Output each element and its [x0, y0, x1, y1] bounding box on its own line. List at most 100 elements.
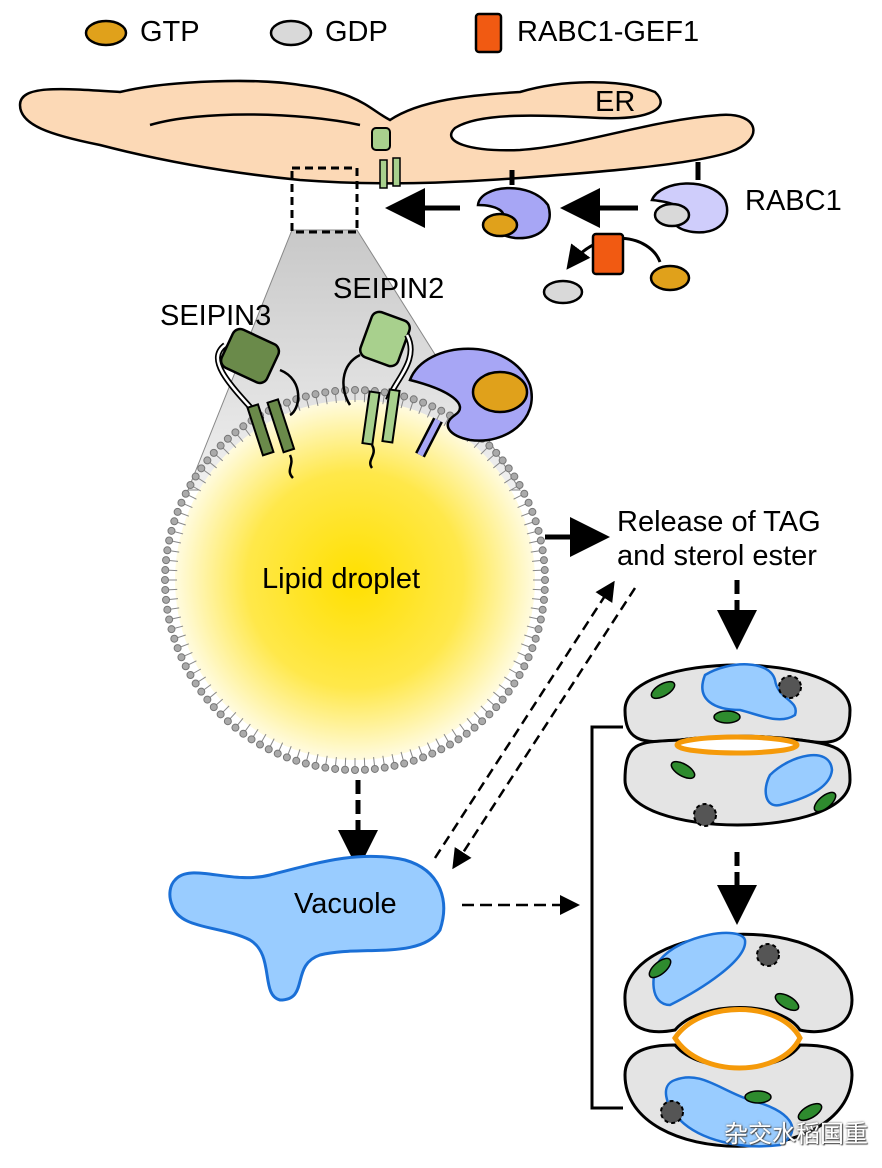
lipid-head — [321, 763, 330, 772]
lipid-head — [165, 615, 174, 624]
lipid-head — [177, 498, 186, 507]
zoom-box — [290, 166, 359, 234]
lipid-head — [351, 386, 359, 394]
rabc1-label: RABC1 — [745, 185, 842, 217]
lipid-head — [360, 765, 369, 774]
lipid-head — [161, 566, 170, 575]
lipid-head — [167, 526, 176, 535]
stomatal-pore — [674, 734, 800, 756]
lipid-head — [540, 566, 549, 575]
lipid-head — [311, 390, 320, 399]
lipid-head — [341, 765, 350, 774]
lipid-head — [531, 517, 540, 526]
vacuole-label: Vacuole — [294, 888, 397, 920]
stomatal-pore-open — [672, 1007, 803, 1071]
lipid-head — [301, 392, 310, 401]
lipid-head — [428, 749, 437, 758]
seipin3-label: SEIPIN3 — [160, 300, 272, 332]
lipid-head — [223, 717, 232, 726]
lipid-head — [498, 695, 507, 704]
lipid-head — [167, 625, 176, 634]
lipid-head — [492, 703, 501, 712]
lipid-head — [528, 507, 537, 516]
stomata-bracket — [590, 725, 623, 1110]
lipid-head — [409, 756, 418, 765]
lipid-head — [216, 441, 225, 450]
lipid-head — [360, 386, 369, 395]
lipid-head — [510, 679, 519, 688]
lipid-droplet-label: Lipid droplet — [262, 563, 420, 595]
lipid-head — [536, 536, 545, 545]
lipid-head — [301, 759, 310, 768]
lipid-head — [321, 388, 330, 397]
gef-icon — [591, 232, 625, 276]
lipid-head — [504, 464, 513, 473]
legend-gdp-label: GDP — [325, 16, 388, 48]
lipid-head — [515, 671, 524, 679]
lipid-head — [165, 536, 174, 545]
lipid-head — [161, 576, 169, 584]
lipid-head — [531, 634, 540, 643]
lipid-head — [524, 653, 533, 662]
rabc1-active-small-icon — [476, 170, 551, 240]
gtp-incoming-icon — [649, 264, 691, 292]
lipid-head — [534, 526, 543, 535]
legend-gef-label: RABC1-GEF1 — [517, 16, 700, 48]
lipid-head — [485, 710, 494, 719]
lipid-head — [536, 615, 545, 624]
lipid-head — [170, 517, 179, 526]
lipid-head — [186, 481, 195, 489]
lipid-head — [161, 585, 170, 594]
lipid-head — [203, 695, 212, 704]
lipid-head — [173, 507, 182, 516]
seipin2-label: SEIPIN2 — [333, 273, 445, 305]
lipid-head — [331, 387, 340, 396]
lipid-head — [520, 662, 529, 671]
lipid-head — [462, 729, 471, 738]
lipid-head — [380, 763, 389, 772]
lipid-droplet — [175, 400, 535, 760]
lipid-head — [231, 723, 240, 732]
lipid-head — [428, 402, 437, 411]
guard-cells-closed — [623, 663, 852, 827]
lipid-head — [203, 456, 212, 465]
lipid-head — [478, 717, 487, 726]
vacuole — [168, 854, 446, 1002]
release-label-line2: and sterol ester — [617, 540, 817, 572]
lipid-head — [498, 456, 507, 465]
legend-gtp-label: GTP — [140, 16, 200, 48]
lipid-head — [170, 634, 179, 643]
lipid-head — [209, 448, 218, 457]
lipid-head — [485, 441, 494, 450]
lipid-head — [256, 740, 264, 749]
lipid-head — [510, 472, 519, 481]
lipid-head — [446, 740, 454, 749]
seipin3-icon — [214, 327, 300, 479]
lipid-head — [231, 428, 240, 437]
lipid-head — [419, 398, 428, 407]
lipid-head — [162, 556, 171, 565]
lipid-head — [390, 761, 399, 770]
lipid-head — [191, 679, 200, 688]
lipid-head — [454, 735, 463, 744]
lipid-head — [311, 761, 320, 770]
release-to-vacuole-arrow — [452, 587, 637, 870]
lipid-head — [419, 753, 428, 762]
er-label: ER — [595, 86, 636, 118]
lipid-head — [163, 546, 172, 555]
release-label-line1: Release of TAG — [617, 506, 821, 538]
lipid-head — [216, 710, 225, 719]
lipid-head — [177, 653, 186, 662]
lipid-head — [282, 753, 291, 762]
gdp-released-icon — [542, 279, 584, 305]
lipid-head — [504, 687, 513, 696]
gef-legend-icon — [474, 12, 503, 54]
lipid-head — [197, 687, 206, 696]
lipid-head — [163, 605, 172, 614]
phospholipid-monolayer — [161, 386, 549, 774]
lipid-head — [538, 546, 547, 555]
lipid-head — [400, 392, 409, 401]
lipid-head — [282, 398, 291, 407]
